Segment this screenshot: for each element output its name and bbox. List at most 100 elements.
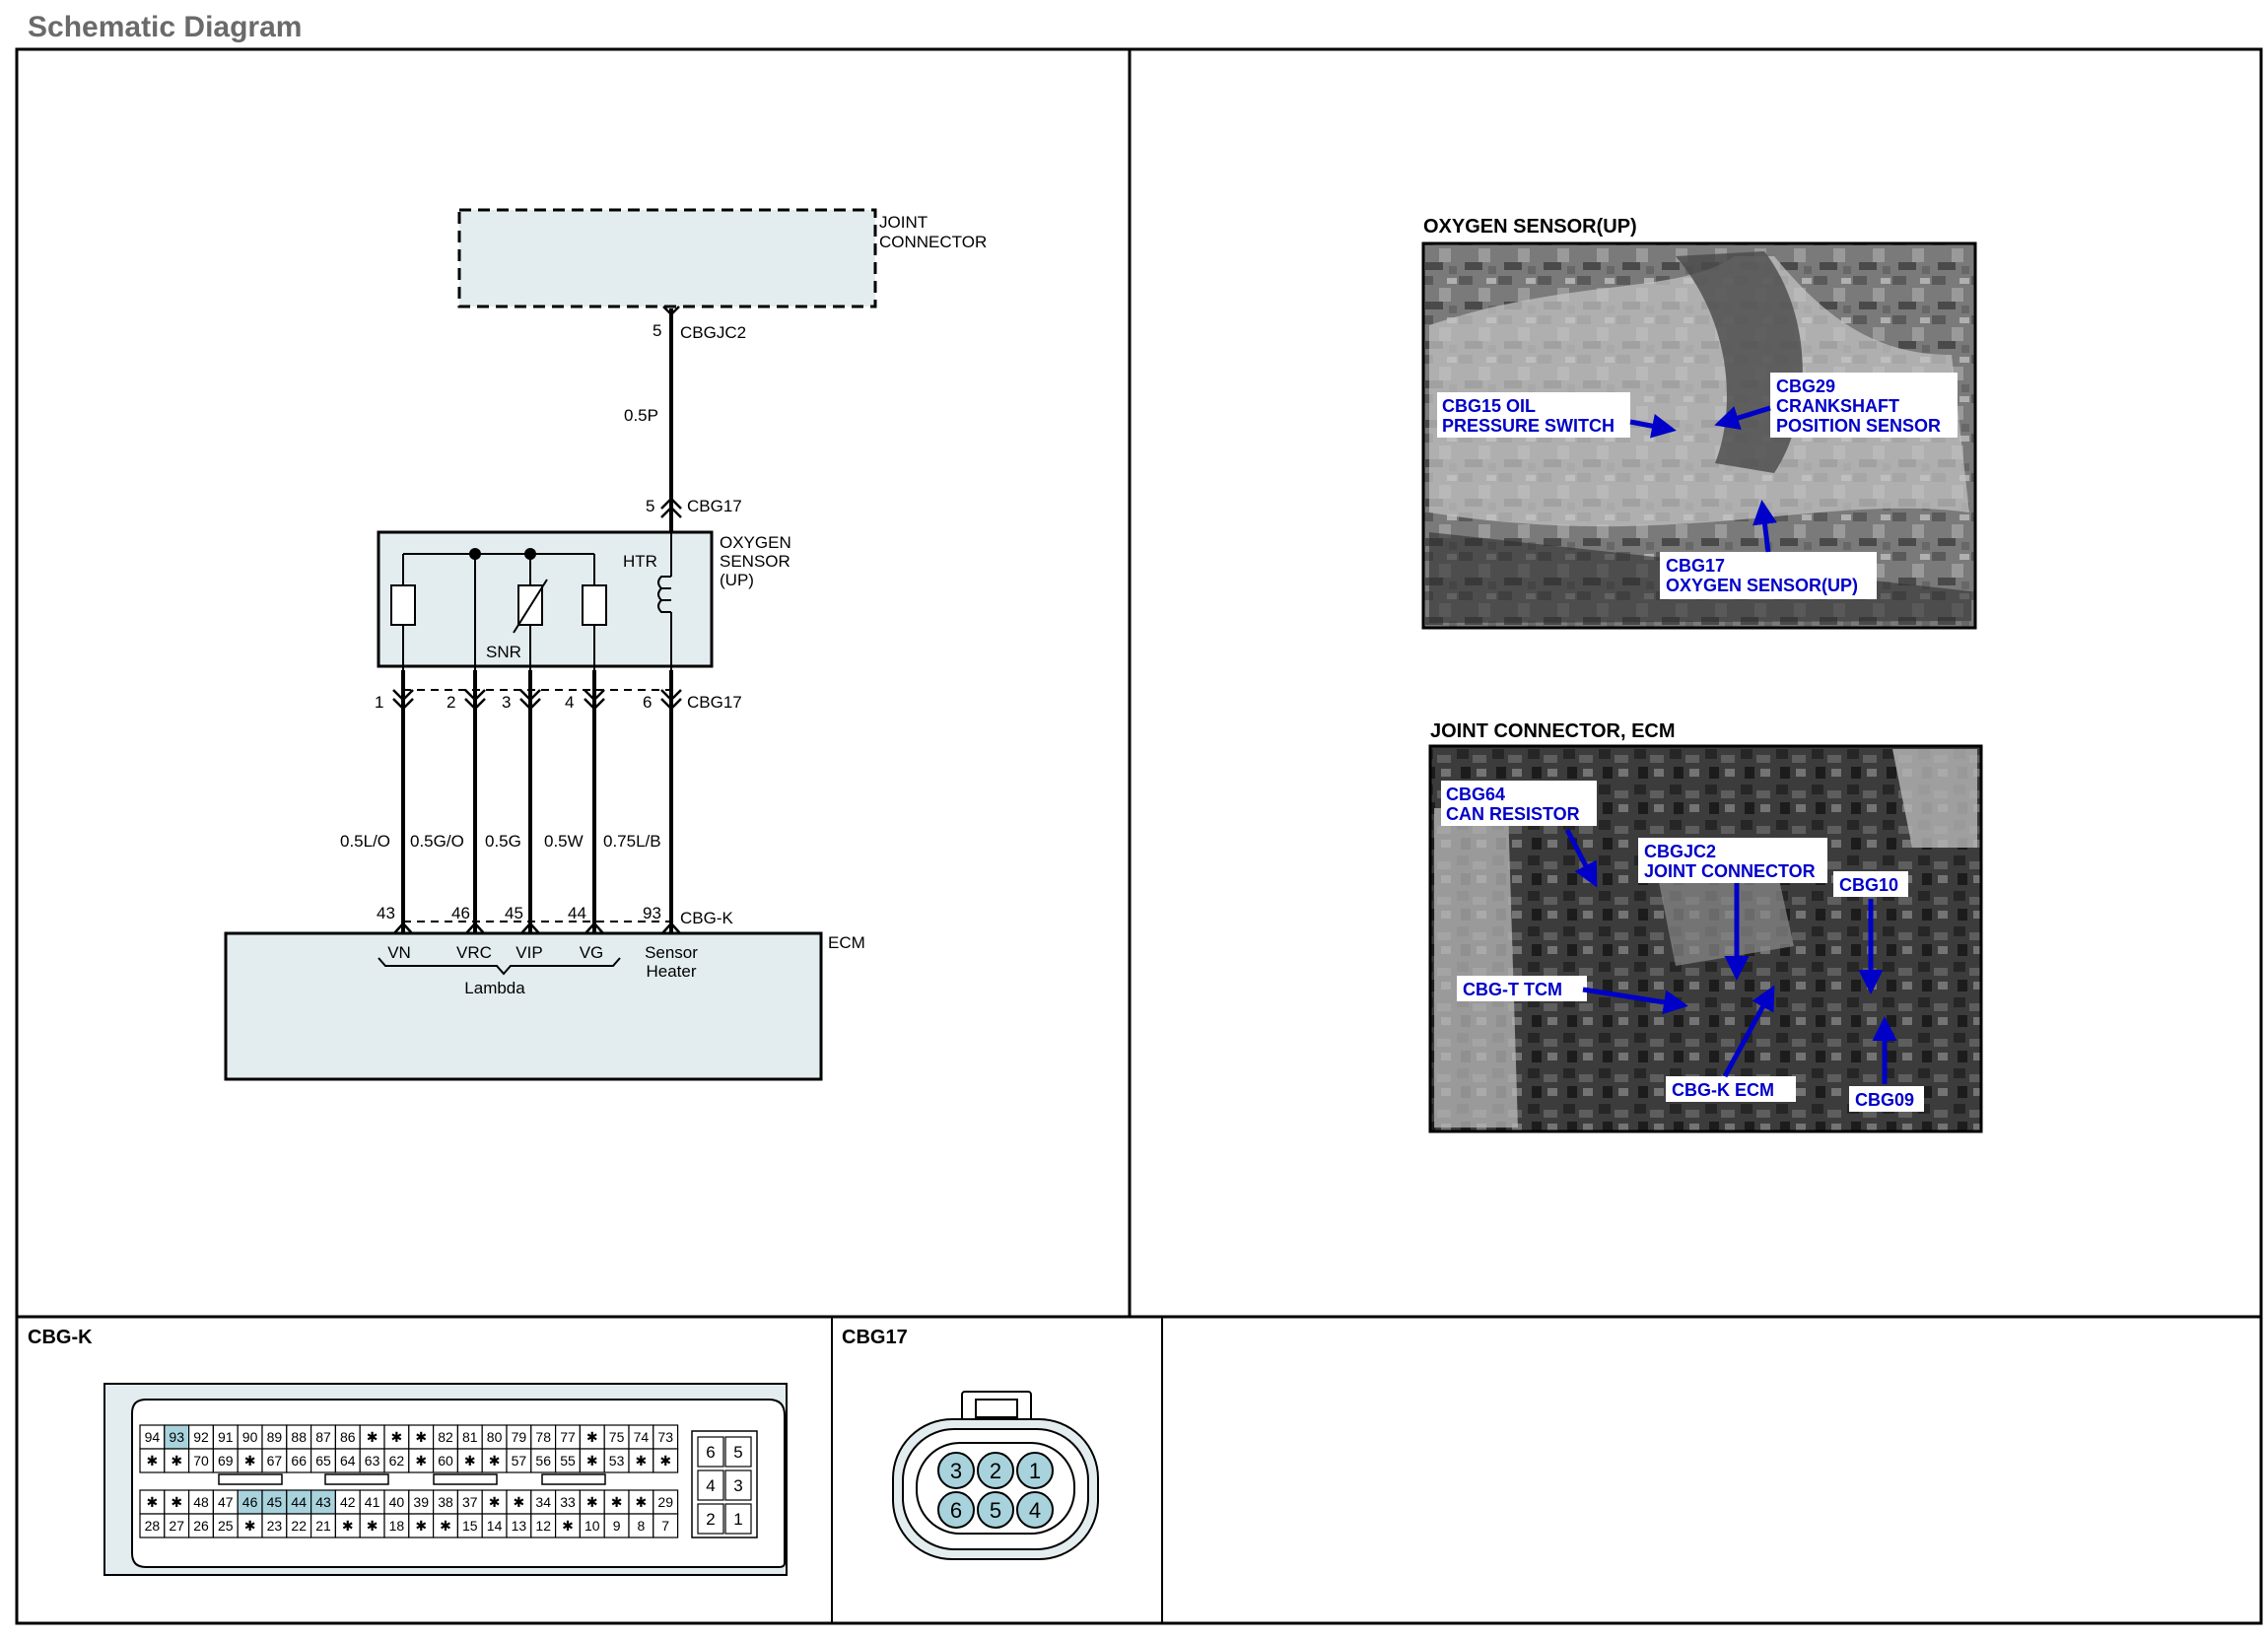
cbgk-pin-label: ✱ (611, 1494, 623, 1510)
cbgk-pin-label: 94 (145, 1429, 161, 1445)
cbgk-pin-label: ✱ (489, 1494, 501, 1510)
cbgk-pin-label: ✱ (514, 1494, 525, 1510)
cbg17-pin (977, 1491, 1014, 1529)
oxygen-sensor-label-2: SENSOR (720, 552, 790, 571)
page-title: Schematic Diagram (28, 11, 302, 43)
cbgk-pin-label: 57 (512, 1453, 527, 1469)
cbgk-pin-cell (212, 1448, 239, 1473)
cbgk-pin-cell (433, 1424, 459, 1450)
cbgk-pin-label: 82 (438, 1429, 453, 1445)
cbgk-pin-cell (237, 1424, 263, 1450)
cbgk-pin-label: 42 (340, 1494, 356, 1510)
cbg17-pin-label: 1 (1029, 1459, 1041, 1483)
ecm-pin-number-2: 46 (451, 904, 470, 922)
cbgk-side-label: 2 (706, 1510, 715, 1529)
cbgk-pin-cell (603, 1448, 630, 1473)
wire-gauge-4: 0.5W (544, 832, 584, 851)
cbgk-pin-label: 12 (535, 1518, 551, 1534)
ecm-terminal-heater-2: Heater (646, 962, 696, 981)
cbgk-pin-label: 77 (560, 1429, 576, 1445)
top-wire-gauge: 0.5P (624, 406, 658, 425)
cbgk-pin-label: 70 (193, 1453, 209, 1469)
cbgk-pin-label: 37 (462, 1494, 478, 1510)
cbgk-pin-label: 87 (315, 1429, 331, 1445)
photo2-callouts: CBG64 CAN RESISTOR CBGJC2 JOINT CONNECTO… (1441, 781, 1924, 1112)
cbgk-pin-label: 18 (389, 1518, 405, 1534)
cbgk-title: CBG-K (28, 1327, 93, 1348)
ecm-pin-number-1: 43 (377, 904, 395, 922)
cbgk-pin-cell (530, 1513, 557, 1538)
cbgk-pin-label: 81 (462, 1429, 478, 1445)
cbgk-pin-cell (188, 1448, 215, 1473)
ecm-pin-chevron-2 (465, 922, 485, 934)
cbgk-pin-label: 91 (218, 1429, 234, 1445)
cbgk-pin-label: 43 (315, 1494, 331, 1510)
cbgk-side-cell (724, 1469, 752, 1501)
sensor-pin-number-5: 6 (643, 693, 652, 712)
sensor-pin-chevron-4 (584, 689, 605, 702)
cbgk-pin-label: 14 (487, 1518, 503, 1534)
cbgk-pin-cell (359, 1424, 385, 1450)
cbgk-pin-label: 74 (634, 1429, 650, 1445)
ecm-label: ECM (828, 933, 865, 952)
cbgk-pin-cell (628, 1448, 654, 1473)
photo2-shape-module (1656, 857, 1794, 966)
ecm-pin-chevron-3 (520, 922, 540, 934)
cbgk-pin-label: ✱ (367, 1429, 378, 1445)
cbgk-pin-cell (286, 1513, 312, 1538)
callout-cbg15-line1: CBG15 OIL (1442, 396, 1536, 416)
cbgk-pin-cell (237, 1513, 263, 1538)
cbgk-pin-label: 46 (242, 1494, 258, 1510)
sensor-top-pin-connector: CBG17 (687, 497, 742, 515)
sensor-pin-chevron-b-3 (519, 698, 541, 711)
callout-cbg17-line1: CBG17 (1666, 556, 1725, 576)
photo1-shape-hose (1429, 256, 1969, 527)
photo1-callouts: CBG15 OIL PRESSURE SWITCH CBG29 CRANKSHA… (1437, 373, 1958, 599)
ecm-pin-number-4: 44 (568, 904, 586, 922)
ecm-pin-chevron-1 (393, 922, 413, 934)
cbgk-side-cell (724, 1436, 752, 1468)
callout-cbg29-line3: POSITION SENSOR (1776, 416, 1941, 436)
cbgk-pin-cell (237, 1448, 263, 1473)
cbgk-pin-cell (433, 1489, 459, 1515)
cbgk-pin-cell (456, 1513, 483, 1538)
cbgk-pin-cell (554, 1513, 581, 1538)
wire-group: 10.5L/O43VN20.5G/O46VRC30.5G45VIP40.5W44… (340, 670, 698, 981)
cbgk-side-label: 1 (733, 1510, 742, 1529)
cbgk-pin-label: 21 (315, 1518, 331, 1534)
cbgk-side-cell (697, 1436, 724, 1468)
cbgk-pin-label: 13 (512, 1518, 527, 1534)
callout-cbgt-tcm: CBG-T TCM (1463, 980, 1562, 999)
ecm-pin-number-5: 93 (643, 904, 661, 922)
sensor-pin-chevron-1 (392, 689, 414, 702)
sensor-pins-connector: CBG17 (687, 693, 742, 712)
oxygen-sensor-label-3: (UP) (720, 571, 754, 589)
cbgk-pin-cell (261, 1513, 288, 1538)
ecm-connector-label: CBG-K (680, 909, 734, 927)
sensor-pin-chevron-b-5 (660, 698, 682, 711)
cbgk-pin-label: ✱ (342, 1518, 354, 1534)
cbgk-pin-cell (481, 1513, 508, 1538)
callout-cbg15-line2: PRESSURE SWITCH (1442, 416, 1615, 436)
cbgk-pin-label: 69 (218, 1453, 234, 1469)
cbgk-pin-label: 60 (438, 1453, 453, 1469)
cbgk-pin-label: ✱ (464, 1453, 476, 1469)
cbg17-pin (977, 1452, 1014, 1489)
cbgk-pin-label: 48 (193, 1494, 209, 1510)
callout-cbg64-line2: CAN RESISTOR (1446, 804, 1580, 824)
cbgk-pin-cell (212, 1513, 239, 1538)
joint-connector-label-1: JOINT (879, 213, 928, 232)
wire-gauge-3: 0.5G (485, 832, 521, 851)
ecm-terminal-1: VN (387, 943, 411, 962)
cbgk-pin-label: 27 (169, 1518, 184, 1534)
cbgk-pin-label: ✱ (147, 1494, 159, 1510)
cbgk-pin-cell (653, 1489, 679, 1515)
cbgk-pin-label: ✱ (586, 1494, 598, 1510)
cbgk-pin-label: 40 (389, 1494, 405, 1510)
htr-label: HTR (623, 552, 657, 571)
callout-cbgk-ecm: CBG-K ECM (1672, 1080, 1774, 1100)
cbgk-pin-cell (383, 1448, 410, 1473)
